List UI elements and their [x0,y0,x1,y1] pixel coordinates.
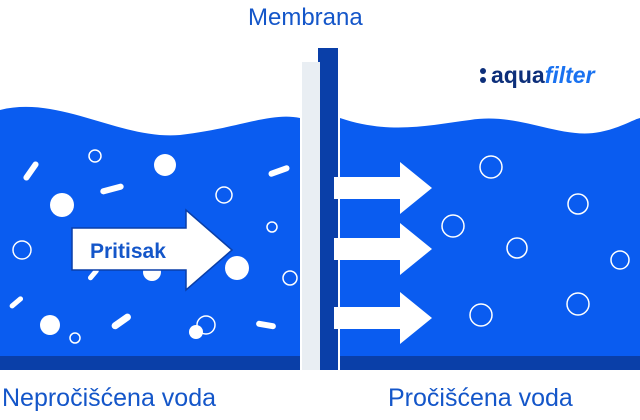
impurity-rod [23,161,39,181]
membrane-label: Membrana [248,4,363,31]
flow-arrow [334,223,432,275]
pressure-arrow [71,208,234,292]
logo-dots-icon [480,65,488,83]
water-molecule [215,186,233,204]
impurity-rod [111,313,131,330]
impurity-rod [256,320,276,330]
water-molecule [566,292,590,316]
water-molecule [12,240,32,260]
water-molecule [610,250,630,270]
filtered-water-label: Pročišćena voda [388,384,573,412]
water-molecule [266,221,278,233]
membrane [302,62,320,370]
impurity-rod [87,268,99,281]
water-molecule [88,149,102,163]
logo-text-filter: filter [544,62,595,88]
pressure-label: Pritisak [90,240,166,263]
impurity-particle [40,315,60,335]
water-molecule [469,303,493,327]
impurity-rod [9,296,24,309]
impurity-rod [268,165,290,177]
water-molecule [69,332,81,344]
water-molecule [506,237,528,259]
water-molecule [441,214,465,238]
water-molecule [567,193,589,215]
water-molecule [196,315,216,335]
water-molecule [479,155,503,179]
impurity-particle [189,325,203,339]
impurity-rod [100,183,124,195]
impurity-particle [225,256,249,280]
aquafilter-logo: aquafilter [480,62,595,89]
filtered-water-floor [340,356,640,370]
flow-arrow [334,162,432,214]
impurity-particle [154,154,176,176]
flow-arrow [334,292,432,344]
logo-text-aqua: aqua [491,62,545,88]
membrane-side [318,48,338,370]
unfiltered-water-floor [0,356,300,370]
unfiltered-water-label: Nepročišćena voda [2,384,217,412]
water-molecule [282,270,298,286]
impurity-particle [50,193,74,217]
